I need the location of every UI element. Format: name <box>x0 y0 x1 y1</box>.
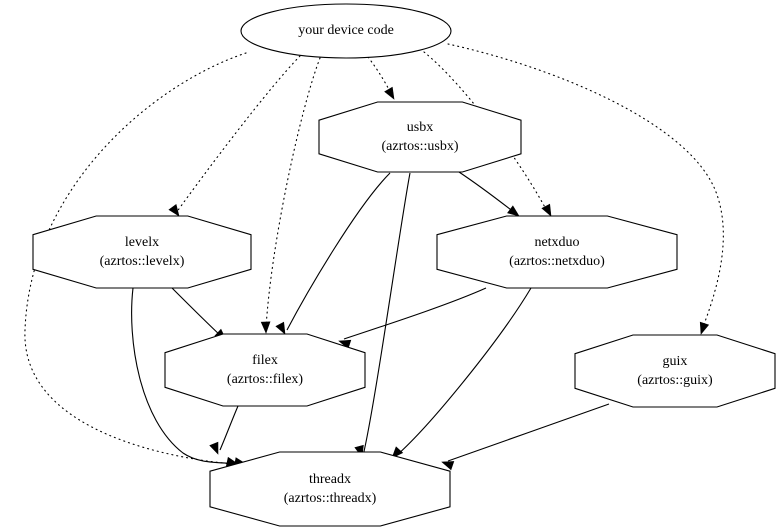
edge-usbx-to-threadx <box>362 172 411 457</box>
edge-device-to-guix <box>447 43 724 328</box>
edge-levelx-to-threadx <box>131 287 241 465</box>
edge-netxduo-to-filex <box>343 287 487 340</box>
edge-guix-to-threadx <box>447 403 610 462</box>
arrow-guix-threadx <box>441 461 455 471</box>
node-label-guix-line1: guix <box>663 354 688 369</box>
arrow-device-netxduo <box>541 203 552 217</box>
edge-usbx-to-filex <box>286 172 391 331</box>
node-label-filex-line2: (azrtos::filex) <box>227 372 304 387</box>
node-shape-netxduo <box>436 215 678 289</box>
node-label-usbx-line1: usbx <box>407 120 433 135</box>
node-filex[interactable]: filex(azrtos::filex) <box>164 333 366 407</box>
node-shape-levelx <box>32 215 252 289</box>
node-guix[interactable]: guix(azrtos::guix) <box>574 334 776 408</box>
node-label-threadx-line2: (azrtos::threadx) <box>284 491 377 506</box>
edge-netxduo-to-threadx <box>395 287 532 457</box>
node-label-filex-line1: filex <box>252 353 278 368</box>
node-shape-threadx <box>209 451 451 527</box>
edge-device-to-threadx <box>24 52 247 465</box>
arrow-netxduo-filex <box>338 339 352 350</box>
edge-usbx-to-netxduo <box>458 171 516 214</box>
edge-device-to-filex <box>265 57 321 329</box>
node-device[interactable]: your device code <box>240 3 452 59</box>
node-label-levelx-line1: levelx <box>125 235 159 250</box>
node-threadx[interactable]: threadx(azrtos::threadx) <box>209 451 451 527</box>
arrow-usbx-filex <box>275 321 286 335</box>
arrow-netxduo-threadx <box>391 446 404 459</box>
arrow-device-levelx <box>168 204 180 217</box>
node-shape-usbx <box>318 101 522 173</box>
arrow-device-usbx <box>384 86 395 100</box>
arrow-device-filex <box>260 321 271 334</box>
node-label-levelx-line2: (azrtos::levelx) <box>100 254 185 269</box>
node-label-netxduo-line2: (azrtos::netxduo) <box>509 254 605 269</box>
nodes-layer: your device codeusbx(azrtos::usbx)levelx… <box>32 3 776 527</box>
node-label-guix-line2: (azrtos::guix) <box>637 373 713 388</box>
edge-device-to-levelx <box>175 55 301 214</box>
node-shape-filex <box>164 333 366 407</box>
node-usbx[interactable]: usbx(azrtos::usbx) <box>318 101 522 173</box>
node-label-netxduo-line1: netxduo <box>534 235 579 250</box>
arrow-device-guix <box>699 321 710 335</box>
edge-filex-to-threadx <box>219 405 239 451</box>
node-label-threadx-line1: threadx <box>309 472 351 487</box>
edge-levelx-to-filex <box>171 287 223 338</box>
node-shape-device <box>240 3 452 59</box>
node-levelx[interactable]: levelx(azrtos::levelx) <box>32 215 252 289</box>
node-label-device-line1: your device code <box>298 23 394 38</box>
node-label-usbx-line2: (azrtos::usbx) <box>382 139 459 154</box>
arrow-usbx-netxduo <box>507 205 520 217</box>
arrow-filex-threadx <box>209 441 219 455</box>
node-netxduo[interactable]: netxduo(azrtos::netxduo) <box>436 215 678 289</box>
node-shape-guix <box>574 334 776 408</box>
